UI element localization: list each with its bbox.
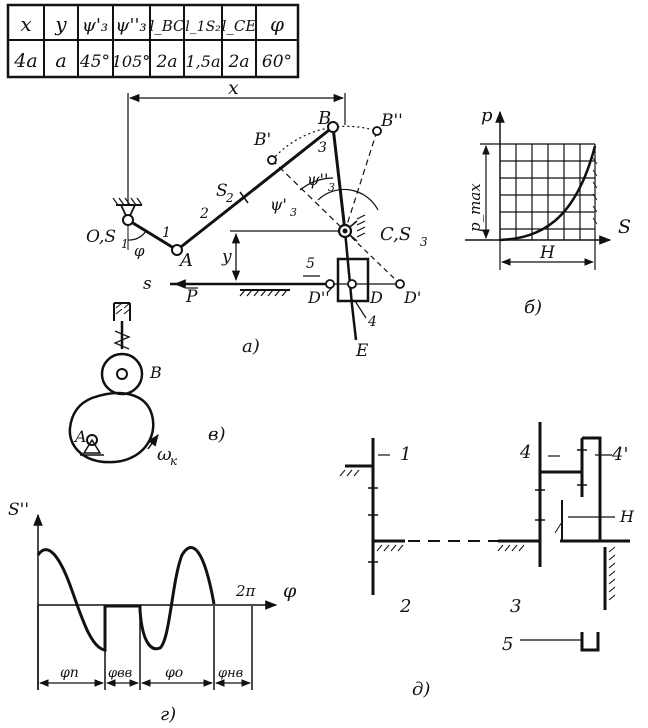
table-cell: 60° [262, 52, 292, 72]
gear-label-1: 1 [400, 444, 411, 465]
label-psi1-sub: 3 [290, 206, 297, 219]
label-psi2: ψ'' [307, 170, 328, 189]
cam-diagram [68, 302, 159, 464]
motion-ylabel: S'' [8, 500, 29, 520]
gearbox-diagram [339, 422, 630, 652]
gear-label-5: 5 [502, 634, 513, 655]
phase-label: φп [60, 665, 79, 681]
joint-b [327, 121, 339, 133]
motion-xlabel: φ [283, 580, 297, 602]
link-number-5: 5 [306, 256, 315, 272]
label-s: s [143, 274, 152, 294]
motion-end-label: 2π [235, 582, 257, 600]
label-d: D [369, 288, 383, 307]
rocker-3 [331, 126, 347, 232]
params-table: x y ψ'₃ ψ''₃ l_BC l_1S₂ l_CE φ 4a a 45° … [6, 3, 300, 79]
omega-arrow [147, 434, 159, 450]
label-o-sub: 1 [121, 237, 129, 251]
label-b1: B' [253, 130, 271, 150]
joint-d [347, 279, 357, 289]
mechanism-labels: x O,S 1 A B B' B'' C,S 3 D D' D'' E S 2 … [86, 77, 428, 361]
table-cell: 2a [156, 52, 178, 72]
table-header: l_CE [222, 17, 257, 35]
table-header: l_BC [149, 17, 185, 35]
caption-a: а) [242, 336, 260, 357]
joint-b2 [372, 126, 382, 136]
pressure-chart [465, 110, 612, 270]
gear-label-2: 2 [399, 596, 411, 617]
label-e: E [355, 341, 369, 361]
label-phi: φ [134, 242, 145, 260]
caption-d: г) [160, 704, 176, 725]
slider-block-4 [336, 257, 370, 303]
link-number-2: 2 [199, 206, 209, 222]
table-header: ψ''₃ [115, 15, 146, 36]
motion-law-chart [33, 513, 278, 690]
pressure-curve [499, 145, 597, 242]
table-header: φ [270, 12, 284, 36]
table-cell: 45° [79, 52, 110, 72]
motion-curve [36, 546, 216, 652]
link-number-1: 1 [162, 225, 171, 241]
label-a: A [178, 250, 193, 271]
gear-label-4p: 4' [611, 444, 628, 465]
label-psi2-sub: 3 [328, 181, 335, 194]
phase-label: φвв [108, 666, 132, 681]
table-cell: 105° [112, 52, 151, 71]
caption-e: д) [412, 679, 430, 700]
cam-omega-label: ω [157, 444, 172, 465]
caption-b: б) [524, 297, 542, 318]
label-o: O,S [86, 227, 116, 247]
cam-profile [68, 391, 155, 464]
coupler-2 [176, 125, 334, 252]
joint-o [122, 214, 134, 226]
joint-d1 [395, 279, 405, 289]
table-header: l_1S₂ [185, 19, 221, 35]
rocker-extension [343, 230, 354, 306]
label-s2: S [216, 181, 228, 201]
table-header: x [20, 12, 31, 36]
pressure-ylabel: p [481, 105, 493, 126]
cam-label-a: A [73, 427, 87, 446]
table-cell: 4a [13, 50, 37, 72]
gear-label-h: H [619, 507, 635, 526]
label-psi1: ψ' [270, 195, 287, 214]
pressure-h-label: H [539, 243, 556, 263]
crank-1 [127, 218, 178, 252]
dim-y-label: y [221, 247, 232, 267]
label-b: B [317, 108, 331, 129]
label-s2-sub: 2 [225, 191, 234, 205]
cam-omega-sub: к [170, 454, 178, 468]
label-b2: B'' [380, 111, 403, 131]
joint-b1 [267, 155, 277, 165]
label-p: P [185, 287, 198, 307]
table-cell: 1,5a [186, 52, 221, 71]
cam-label-b: B [149, 363, 162, 382]
mechanism-diagram [112, 93, 405, 341]
label-c-sub: 3 [420, 235, 428, 249]
phase-label: φнв [218, 666, 243, 681]
gear-label-3: 3 [510, 596, 521, 617]
dim-x-label: x [228, 77, 239, 99]
table-header: y [54, 12, 67, 36]
table-cell: 2a [228, 52, 250, 72]
joint-d2 [325, 279, 335, 289]
pressure-xlabel: S [618, 216, 631, 238]
label-c: C,S [380, 224, 411, 245]
link-number-3: 3 [318, 140, 327, 156]
table-cell: a [55, 50, 66, 72]
gear-label-4: 4 [519, 442, 531, 463]
label-d1: D' [403, 288, 421, 307]
joint-a [171, 244, 183, 256]
link-number-4: 4 [367, 314, 377, 330]
table-header: ψ'₃ [82, 15, 108, 36]
caption-c: в) [208, 424, 226, 445]
cam-follower-roller [100, 352, 144, 396]
label-d2: D'' [307, 288, 330, 307]
phase-label: φо [165, 665, 183, 681]
pressure-pmax-label: p_max [466, 183, 484, 232]
